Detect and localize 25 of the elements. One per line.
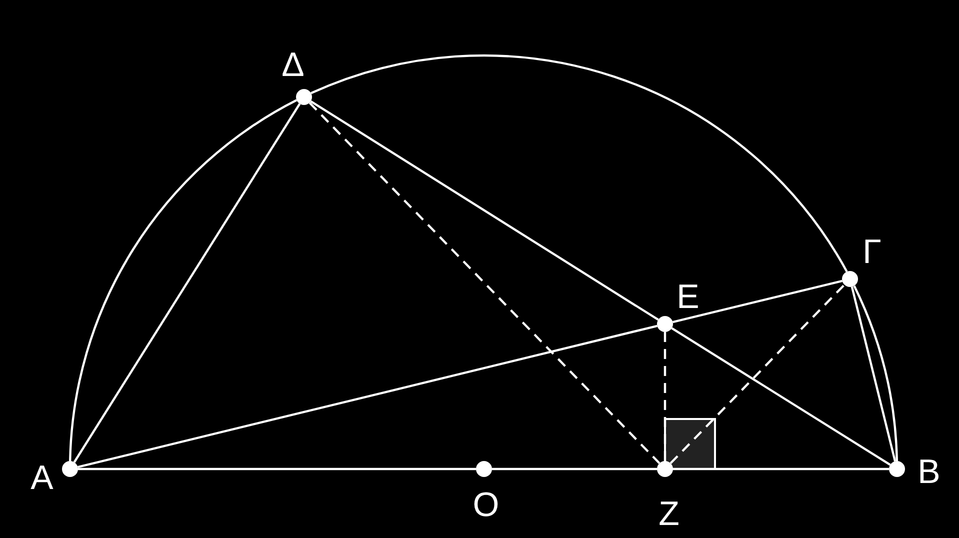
point-dot xyxy=(62,461,78,477)
point-label: O xyxy=(472,488,500,522)
dashed-line-segment xyxy=(664,332,666,461)
point-dot xyxy=(842,271,858,287)
point-dot xyxy=(889,461,905,477)
dashed-line-segment xyxy=(670,284,846,464)
line-segment xyxy=(78,324,658,468)
point-label: Γ xyxy=(862,235,882,269)
point-dot xyxy=(657,461,673,477)
semicircle-arc xyxy=(310,55,848,272)
line-segment xyxy=(78,468,476,470)
line-segment xyxy=(671,327,891,466)
line-segment xyxy=(310,100,659,321)
line-segment xyxy=(492,468,657,470)
point-label: B xyxy=(918,455,940,489)
dashed-line-segment xyxy=(308,102,660,464)
point-label: Δ xyxy=(282,48,304,82)
line-segment xyxy=(672,280,842,324)
line-segment xyxy=(673,468,889,470)
point-label: E xyxy=(676,280,700,314)
point-dot xyxy=(296,89,312,105)
point-dot xyxy=(476,461,492,477)
point-label: A xyxy=(30,461,54,495)
point-dot xyxy=(657,316,673,332)
point-label: Z xyxy=(658,497,680,531)
